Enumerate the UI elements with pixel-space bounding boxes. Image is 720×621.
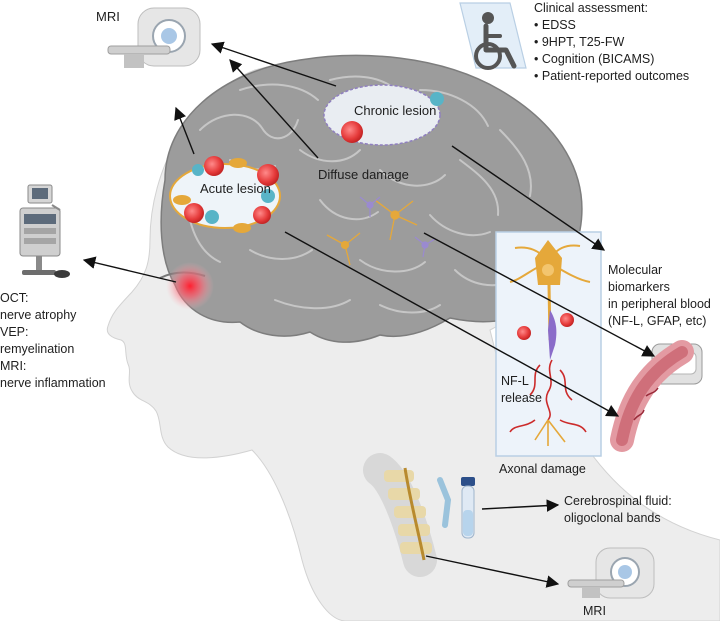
arrow-acute-to-vessel bbox=[284, 231, 620, 417]
label-diffuse-damage: Diffuse damage bbox=[318, 167, 409, 182]
eye-line: MRI: bbox=[0, 359, 27, 373]
clinical-item: 9HPT, T25-FW bbox=[534, 34, 689, 51]
csf-tube-icon bbox=[461, 477, 475, 539]
label-axonal-damage: Axonal damage bbox=[499, 462, 586, 476]
arrow-chronic-to-mri bbox=[210, 41, 337, 87]
molecular-biomarkers: Molecular biomarkers in peripheral blood… bbox=[608, 262, 711, 330]
eye-line: VEP: bbox=[0, 325, 29, 339]
mri-scanner-icon bbox=[107, 7, 201, 68]
eye-glow bbox=[166, 262, 214, 310]
biomarker-line: biomarkers bbox=[608, 280, 670, 294]
arrow-spine-to-csf bbox=[481, 499, 560, 512]
arrow-spine-to-mri bbox=[425, 555, 560, 588]
clinical-assessment-list: EDSS 9HPT, T25-FW Cognition (BICAMS) Pat… bbox=[534, 17, 689, 85]
clinical-assessment-title: Clinical assessment: bbox=[534, 1, 648, 15]
mri-scanner-bottom-icon bbox=[567, 547, 655, 599]
blood-vessel-icon bbox=[610, 340, 703, 452]
clinical-assessment: Clinical assessment: EDSS 9HPT, T25-FW C… bbox=[534, 0, 689, 85]
label-mri-bottom: MRI bbox=[583, 604, 606, 618]
biomarker-line: in peripheral blood bbox=[608, 297, 711, 311]
arrow-acute-to-mri bbox=[174, 106, 195, 155]
label-mri-top: MRI bbox=[96, 9, 120, 24]
spine bbox=[363, 453, 452, 577]
wheelchair-icon bbox=[459, 2, 527, 70]
arrow-neurons-to-vessel bbox=[423, 232, 656, 357]
oct-device-icon bbox=[19, 184, 70, 278]
csf-label: Cerebrospinal fluid: oligoclonal bands bbox=[564, 493, 672, 527]
eye-line: nerve inflammation bbox=[0, 376, 106, 390]
csf-line: oligoclonal bands bbox=[564, 511, 661, 525]
nfl-line: NF-L bbox=[501, 374, 529, 388]
eye-assessment: OCT: nerve atrophy VEP: remyelination MR… bbox=[0, 290, 106, 392]
label-chronic-lesion: Chronic lesion bbox=[354, 103, 437, 118]
brain-neurons bbox=[326, 199, 418, 266]
label-acute-lesion: Acute lesion bbox=[200, 181, 271, 196]
brain-glia bbox=[359, 196, 436, 258]
clinical-item: EDSS bbox=[534, 17, 689, 34]
biomarker-line: (NF-L, GFAP, etc) bbox=[608, 314, 707, 328]
neuron-large bbox=[509, 240, 591, 446]
eye-line: OCT: bbox=[0, 291, 29, 305]
clinical-item: Cognition (BICAMS) bbox=[534, 51, 689, 68]
clinical-item: Patient-reported outcomes bbox=[534, 68, 689, 85]
eye-line: remyelination bbox=[0, 342, 75, 356]
arrows bbox=[82, 41, 656, 588]
chronic-lesion-red-cell bbox=[341, 121, 363, 143]
arrow-chronic-to-biomarkers bbox=[451, 145, 606, 251]
nfl-line: release bbox=[501, 391, 542, 405]
nfl-release: NF-L release bbox=[501, 373, 542, 407]
arrow-diffuse-to-mri bbox=[229, 59, 319, 159]
csf-line: Cerebrospinal fluid: bbox=[564, 494, 672, 508]
eye-line: nerve atrophy bbox=[0, 308, 77, 322]
acute-lesion-cells bbox=[173, 156, 279, 233]
chronic-lesion-blue-cell bbox=[430, 92, 444, 106]
biomarker-line: Molecular bbox=[608, 263, 663, 277]
arrow-eye-to-oct bbox=[82, 256, 177, 283]
